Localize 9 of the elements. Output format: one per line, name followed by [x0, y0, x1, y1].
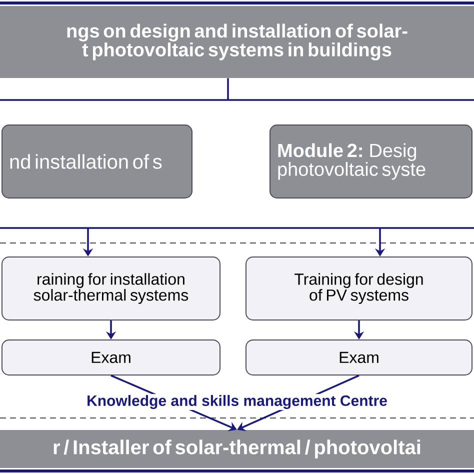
- centre-label: Knowledge and skills management Centre: [86, 394, 388, 410]
- training-box: Training for design of PV systems: [246, 256, 472, 320]
- module-box: Module 2: Desig photovoltaic syste: [270, 124, 472, 198]
- training-box: raining for installation solar-thermal systems: [2, 256, 220, 320]
- exam-box: Exam: [2, 340, 220, 376]
- title-banner: r / Installer of solar-thermal / photovoltai: [0, 430, 474, 468]
- title-banner: ngs on design and installation of solar-t photovoltaic systems in buildings: [0, 6, 474, 78]
- module-box: nd installation of s: [2, 124, 192, 198]
- exam-box: Exam: [246, 340, 472, 376]
